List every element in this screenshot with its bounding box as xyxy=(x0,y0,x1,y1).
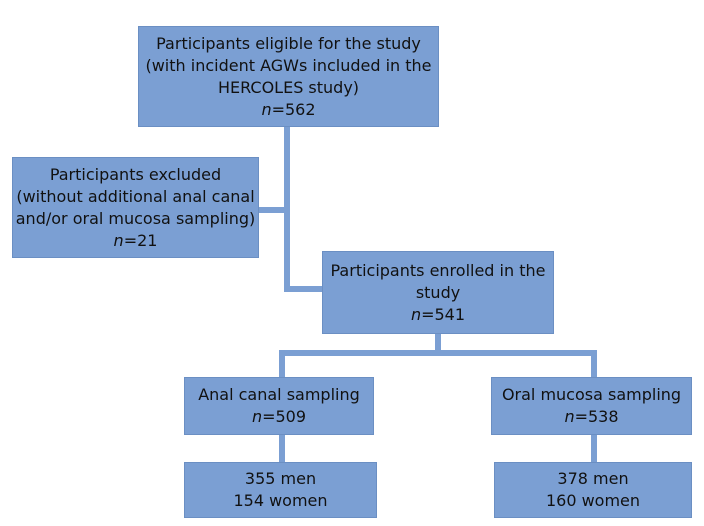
enrolled-n-label: n xyxy=(410,304,422,324)
oral-count: n=538 xyxy=(564,406,618,428)
enrolled-line-1: Participants enrolled in the xyxy=(330,260,546,280)
oral-line-1: Oral mucosa sampling xyxy=(501,385,682,404)
oral-n-label: n xyxy=(564,407,575,426)
enrolled-n-value: =541 xyxy=(421,304,466,324)
excluded-line-3: and/or oral mucosa sampling) xyxy=(15,208,256,228)
connector-eligible-down xyxy=(284,127,290,292)
connector-anal-breakdown xyxy=(279,435,285,462)
oral-breakdown-box: 378 men 160 women xyxy=(494,462,692,518)
eligible-participants-box: Participants eligible for the study (wit… xyxy=(138,26,439,127)
oral-mucosa-sampling-box: Oral mucosa sampling n=538 xyxy=(491,377,692,435)
enrolled-line-2: study xyxy=(415,282,461,302)
anal-men: 355 men xyxy=(244,469,317,488)
anal-canal-sampling-box: Anal canal sampling n=509 xyxy=(184,377,374,435)
anal-n-value: =509 xyxy=(262,407,307,426)
anal-women: 154 women xyxy=(233,491,328,510)
connector-branch-left xyxy=(279,350,285,377)
eligible-n-value: =562 xyxy=(271,99,316,119)
connector-to-excluded xyxy=(259,207,287,213)
excluded-n-value: =21 xyxy=(123,230,158,250)
eligible-count: n=562 xyxy=(261,99,315,121)
connector-branch-horizontal xyxy=(279,350,597,356)
connector-to-enrolled xyxy=(284,286,322,292)
anal-n-label: n xyxy=(251,407,263,426)
oral-n-value: =538 xyxy=(574,407,619,426)
enrolled-participants-box: Participants enrolled in the study n=541 xyxy=(322,251,554,334)
oral-men: 378 men xyxy=(557,469,629,488)
eligible-n-label: n xyxy=(261,99,272,119)
anal-count: n=509 xyxy=(252,406,306,428)
oral-women: 160 women xyxy=(545,491,641,510)
enrolled-count: n=541 xyxy=(411,304,465,326)
excluded-line-1: Participants excluded xyxy=(49,164,222,184)
eligible-line-1: Participants eligible for the study xyxy=(156,33,421,53)
anal-breakdown-box: 355 men 154 women xyxy=(184,462,377,518)
anal-line-1: Anal canal sampling xyxy=(198,385,360,404)
excluded-participants-box: Participants excluded (without additiona… xyxy=(12,157,259,258)
excluded-count: n=21 xyxy=(114,230,158,252)
eligible-line-3: HERCOLES study) xyxy=(217,77,360,97)
excluded-line-2: (without additional anal canal xyxy=(16,186,255,206)
connector-enrolled-down xyxy=(435,334,441,356)
connector-branch-right xyxy=(591,350,597,377)
excluded-n-label: n xyxy=(113,230,124,250)
eligible-line-2: (with incident AGWs included in the xyxy=(145,55,432,75)
connector-oral-breakdown xyxy=(591,435,597,462)
